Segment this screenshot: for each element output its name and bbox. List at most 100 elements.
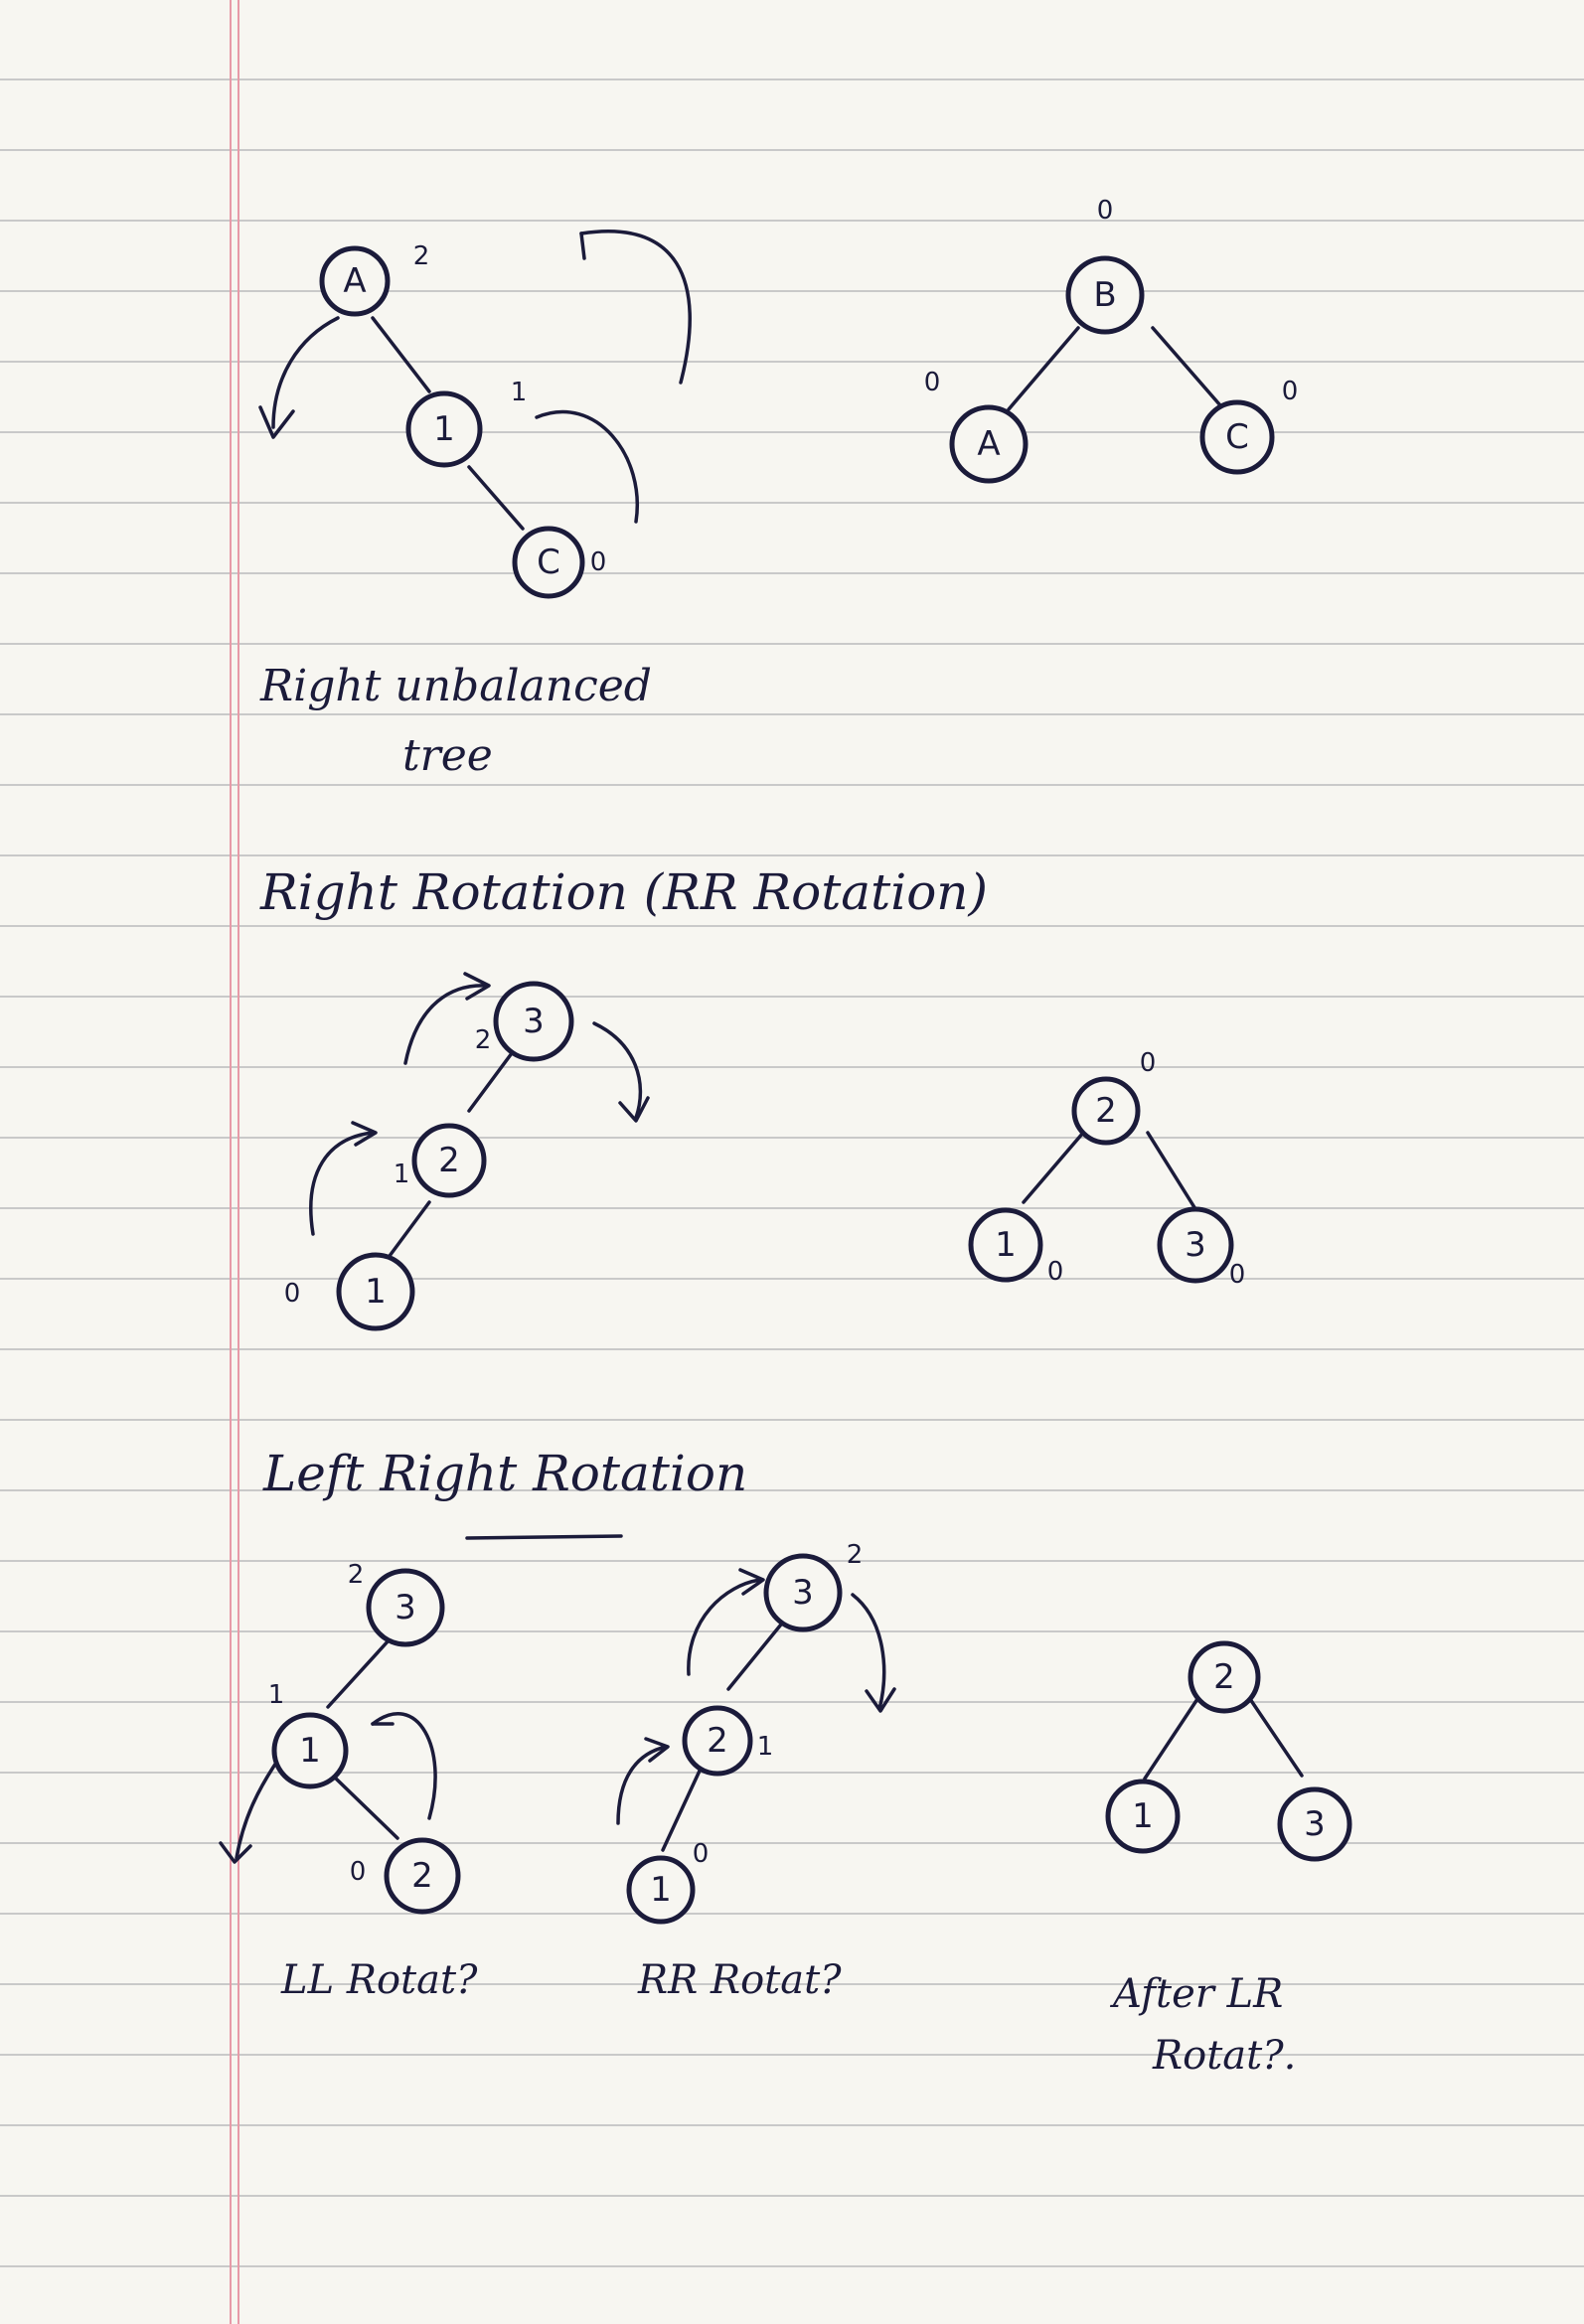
arrowhead-icon [351, 1121, 378, 1147]
node-1-label: 1 [365, 1272, 387, 1312]
edge-a-b [371, 316, 431, 393]
node-3 [763, 1553, 843, 1632]
node-b [405, 390, 483, 468]
balance-2: 0 [1140, 1048, 1157, 1078]
left-rotation-arrow-icon [271, 316, 340, 429]
arrowhead-icon [258, 405, 295, 439]
rotation-arrow-lower-icon [616, 1745, 668, 1825]
node-2 [384, 1837, 461, 1915]
node-3-label: 3 [792, 1573, 814, 1613]
rotation-arrow-right-icon [592, 1021, 643, 1120]
left-arrow-icon [235, 1755, 282, 1860]
section3-heading: Left Right Rotation [262, 1445, 747, 1502]
section1-caption-line1: Right unbalanced [259, 661, 652, 711]
node-1 [968, 1207, 1043, 1283]
node-2-label: 2 [1095, 1091, 1117, 1131]
edge-2-1 [388, 1200, 431, 1258]
node-a-label: A [977, 424, 1000, 464]
node-2 [682, 1705, 753, 1777]
node-1-label: 1 [1132, 1796, 1154, 1836]
node-2 [411, 1123, 487, 1198]
node-2-label: 2 [411, 1856, 433, 1896]
edge-2-1 [1022, 1131, 1085, 1204]
node-3-label: 3 [523, 1002, 545, 1041]
edge-3-2 [726, 1618, 787, 1691]
edge-3-1 [326, 1637, 392, 1709]
node-a-label: A [343, 261, 366, 301]
section2-unbalanced-tree: 2 3 1 2 0 1 [284, 972, 650, 1331]
node-3 [1157, 1206, 1234, 1284]
node-2-label: 2 [707, 1721, 728, 1761]
arrowhead-icon [618, 1096, 650, 1123]
b-rotation-arrow-icon [535, 409, 639, 524]
edge-2-1 [661, 1767, 703, 1852]
rotation-arrow-icon [371, 1711, 437, 1820]
node-2-label: 2 [1213, 1657, 1235, 1697]
node-2 [1188, 1640, 1261, 1714]
node-2 [1071, 1076, 1141, 1146]
balance-b: 1 [511, 378, 528, 407]
node-a [949, 404, 1029, 484]
edge-2-3 [1248, 1697, 1304, 1778]
node-b-label: 1 [433, 409, 455, 449]
node-3 [493, 981, 574, 1062]
rotation-arrow-icon [687, 1578, 762, 1676]
balance-2: 0 [350, 1857, 367, 1887]
node-3-label: 3 [1185, 1225, 1206, 1265]
node-b-label: B [1093, 275, 1116, 315]
node-1-label: 1 [995, 1225, 1017, 1265]
balance-a: 0 [924, 368, 941, 397]
node-1 [626, 1855, 696, 1925]
balance-2: 1 [394, 1160, 410, 1189]
ruled-lines [0, 78, 1584, 2267]
section3-step1-caption: LL Rotat? [280, 1957, 478, 2003]
section3-step2-tree: 3 2 2 1 1 0 [616, 1540, 896, 1925]
arrowhead-icon [644, 1737, 670, 1763]
section1-unbalanced-tree: A 2 1 1 C 0 [258, 230, 692, 599]
arrowhead-icon [463, 972, 491, 1001]
section2-balanced-tree: 2 0 1 0 3 0 [968, 1048, 1246, 1290]
balance-1: 0 [1047, 1257, 1064, 1287]
heading-underline [465, 1534, 623, 1540]
section1-balanced-tree: 0 B 0 A C 0 [924, 196, 1299, 484]
section3-step1-tree: 2 3 1 1 0 2 [219, 1560, 461, 1915]
arrowhead-icon [219, 1841, 252, 1864]
balance-3: 2 [847, 1540, 864, 1570]
edge-2-3 [1146, 1131, 1199, 1214]
balance-c: 0 [1282, 377, 1299, 406]
section1-caption-line2: tree [402, 730, 493, 781]
balance-3: 2 [475, 1025, 492, 1055]
rotation-bracket-arrow-icon [579, 230, 692, 385]
node-1-label: 1 [299, 1731, 321, 1771]
node-3-label: 3 [1304, 1804, 1326, 1844]
node-c [1199, 399, 1275, 475]
node-1 [271, 1712, 349, 1789]
node-3 [1277, 1786, 1352, 1862]
section3-step3-tree: 2 1 3 [1105, 1640, 1352, 1862]
balance-b: 0 [1097, 196, 1114, 226]
balance-1: 0 [693, 1839, 710, 1869]
balance-1: 0 [284, 1279, 301, 1309]
arrowhead-icon [738, 1568, 765, 1596]
edge-2-1 [1143, 1697, 1199, 1781]
section3-step3-caption-line1: After LR [1109, 1971, 1283, 2017]
edge-3-2 [467, 1051, 514, 1113]
node-3-label: 3 [395, 1588, 416, 1627]
section3-step3-caption-line2: Rotat?. [1152, 2033, 1296, 2079]
section3-step2-caption: RR Rotat? [637, 1957, 842, 2003]
bracket-tick-icon [579, 232, 586, 260]
rotation-arrow-lower-icon [309, 1131, 375, 1236]
balance-2: 1 [757, 1732, 774, 1762]
balance-a: 2 [413, 241, 430, 271]
node-c-label: C [1225, 417, 1249, 457]
balance-3: 2 [348, 1560, 365, 1590]
balance-1: 1 [268, 1680, 285, 1710]
arrowhead-icon [865, 1687, 896, 1713]
edge-1-2 [334, 1777, 399, 1840]
node-1 [1105, 1779, 1181, 1854]
node-3 [366, 1568, 445, 1647]
balance-3: 0 [1229, 1260, 1246, 1290]
balance-c: 0 [590, 547, 607, 577]
edge-b-a [1007, 326, 1080, 411]
